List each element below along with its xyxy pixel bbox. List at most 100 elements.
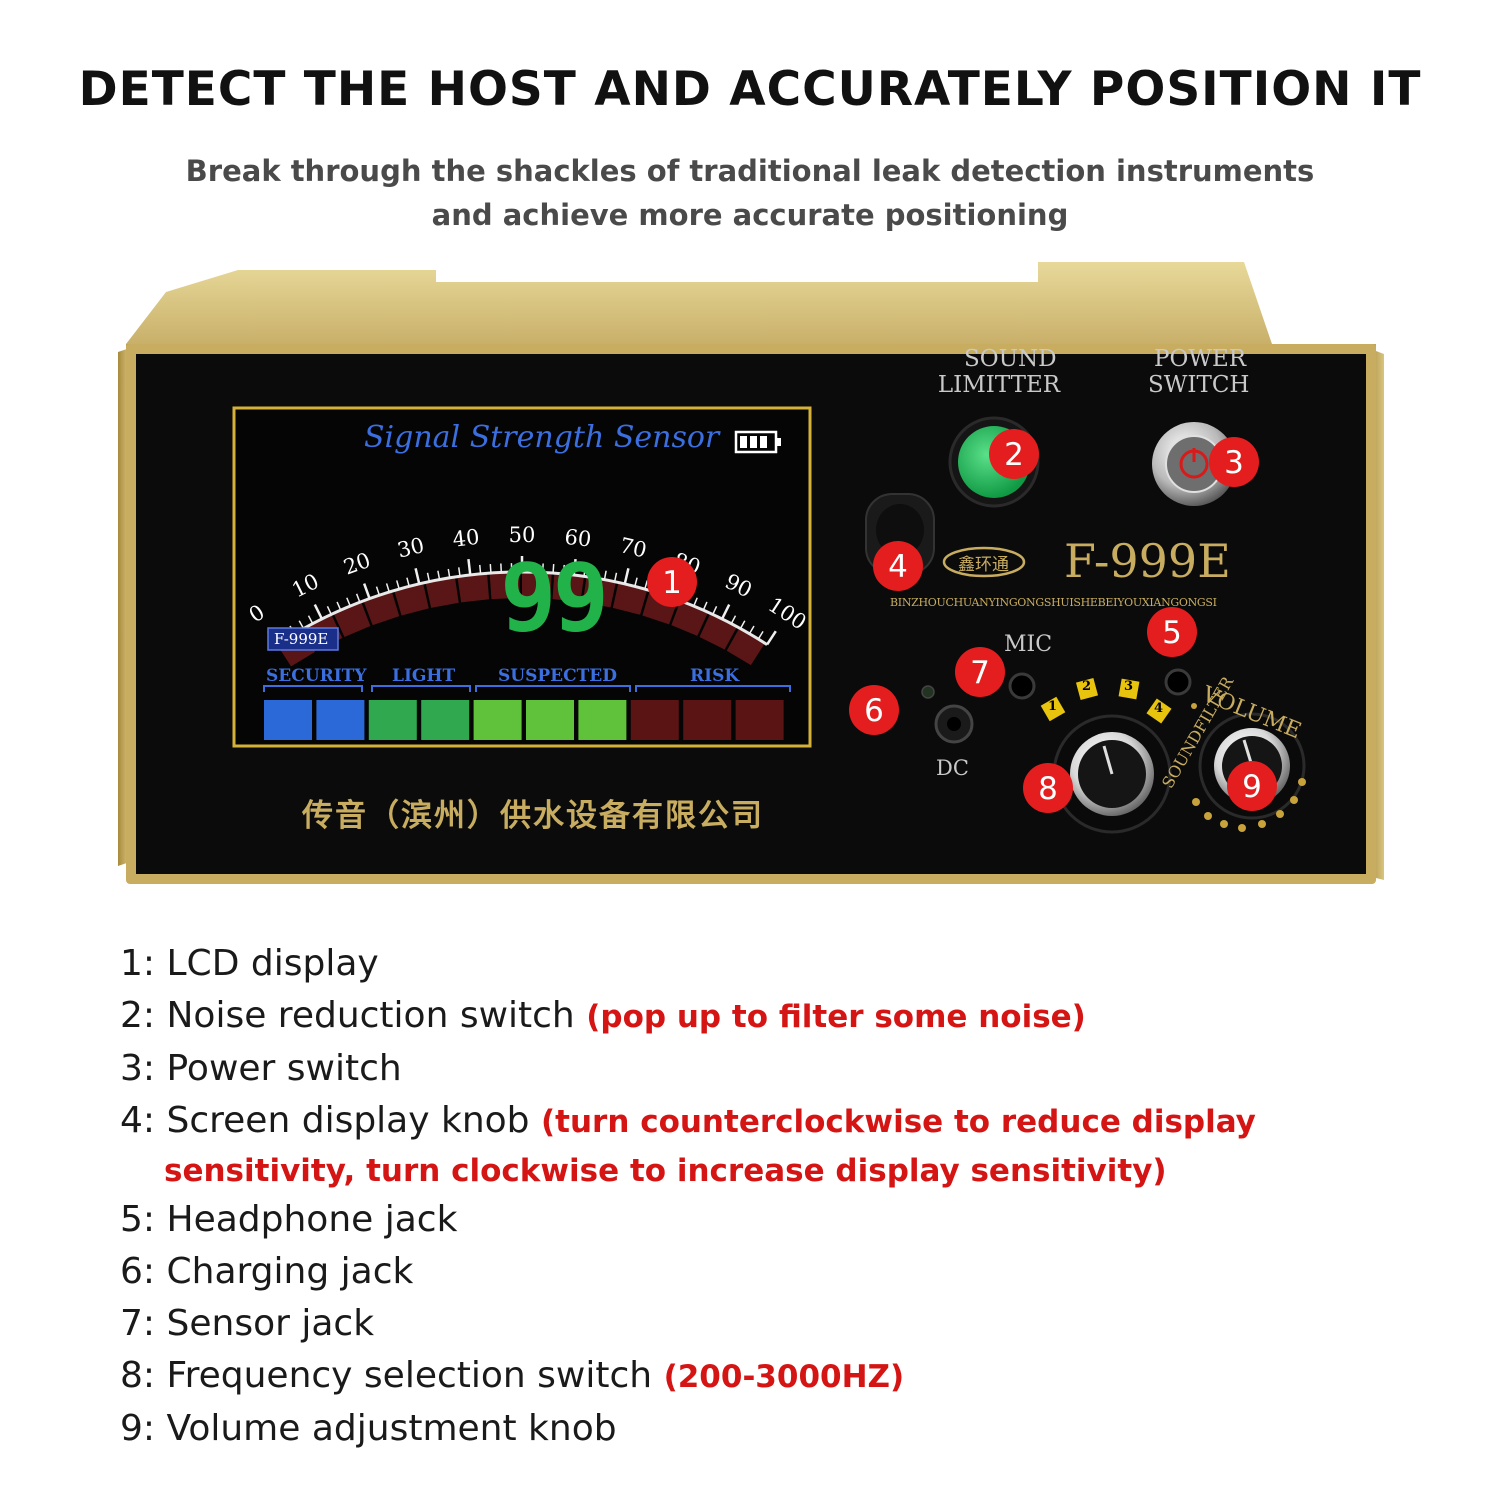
gauge-tick xyxy=(748,625,755,635)
legend-text: Charging jack xyxy=(166,1251,414,1292)
gauge-tick xyxy=(623,568,630,585)
gauge-tick xyxy=(644,580,649,590)
legend-number: 3: xyxy=(120,1048,156,1089)
legend-number: 2: xyxy=(120,995,156,1036)
zone-risk: RISK xyxy=(690,666,740,686)
legend-item: 9: Volume adjustment knob xyxy=(120,1403,1420,1455)
gauge-tick xyxy=(739,620,746,629)
gauge-tick xyxy=(447,568,451,578)
callout-marker-number: 4 xyxy=(888,549,908,585)
signal-bar xyxy=(421,700,470,740)
gauge-tick xyxy=(603,570,607,580)
gauge-tick xyxy=(693,597,698,607)
gauge-tick xyxy=(336,601,342,611)
gauge-tick xyxy=(613,572,618,582)
gauge-segment xyxy=(394,583,429,616)
leak-detector-device: 0102030405060708090100 xyxy=(118,262,1384,894)
gauge-tick xyxy=(326,605,332,615)
gauge-tick xyxy=(362,583,371,600)
device-model: F-999E xyxy=(1064,534,1231,588)
sound-limitter-label-1: SOUND xyxy=(964,346,1057,372)
legend-number: 8: xyxy=(120,1355,156,1396)
gauge-tick xyxy=(375,586,381,596)
gauge-tick xyxy=(406,577,410,587)
gauge-tick xyxy=(479,564,482,574)
gauge-segment xyxy=(726,627,765,666)
legend-number: 5: xyxy=(120,1199,156,1240)
gauge-segment xyxy=(522,572,552,599)
mic-jack[interactable] xyxy=(1008,672,1036,700)
callout-marker-number: 5 xyxy=(1162,615,1182,651)
zone-brackets xyxy=(263,685,791,692)
gauge-segment xyxy=(363,591,400,626)
callout-marker-number: 9 xyxy=(1242,769,1262,805)
callout-marker-number: 3 xyxy=(1224,445,1244,481)
legend-item: 5: Headphone jack xyxy=(120,1194,1420,1246)
signal-bar xyxy=(735,700,784,740)
legend-note: (turn counterclockwise to reduce display xyxy=(540,1104,1256,1140)
legend-text: Screen display knob xyxy=(166,1100,530,1141)
lcd-model-tag: F-999E xyxy=(274,630,329,648)
signal-bar-graph xyxy=(264,700,784,740)
gauge-scale-label: 70 xyxy=(617,533,649,562)
device-illustration: 0102030405060708090100 xyxy=(118,262,1384,884)
legend-note: (pop up to filter some noise) xyxy=(586,999,1086,1035)
gauge-tick xyxy=(355,593,361,603)
callout-marker xyxy=(647,557,697,607)
legend-text: LCD display xyxy=(166,943,379,984)
legend-text: Power switch xyxy=(166,1048,402,1089)
gauge-scale-label: 60 xyxy=(563,525,592,552)
callout-marker xyxy=(1147,607,1197,657)
gauge-segment xyxy=(425,577,459,608)
legend-item: 6: Charging jack xyxy=(120,1246,1420,1298)
gauge-tick xyxy=(583,567,586,577)
gauge-tick xyxy=(458,567,461,577)
gauge-scale-label: 30 xyxy=(395,533,427,562)
subtitle-line-2: and achieve more accurate positioning xyxy=(431,198,1069,232)
gauge-segment xyxy=(457,573,490,603)
gauge-tick xyxy=(634,577,638,587)
gauge-tick xyxy=(552,564,555,574)
zone-suspected: SUSPECTED xyxy=(498,666,617,686)
power-switch-label-1: POWER xyxy=(1154,346,1247,372)
page-title: DETECT THE HOST AND ACCURATELY POSITION … xyxy=(78,62,1422,117)
signal-bar xyxy=(264,700,312,740)
legend-item: 2: Noise reduction switch (pop up to fil… xyxy=(120,990,1420,1043)
sound-limitter-label-2: LIMITTER xyxy=(937,372,1061,398)
power-switch-label-2: SWITCH xyxy=(1148,372,1250,398)
gauge-tick xyxy=(766,630,777,646)
headphone-jack[interactable] xyxy=(1164,668,1192,696)
legend-number: 4: xyxy=(120,1100,156,1141)
callout-marker-number: 8 xyxy=(1038,771,1058,807)
legend-number: 1: xyxy=(120,943,156,984)
gauge-tick xyxy=(307,615,314,624)
gauge-tick xyxy=(414,568,421,585)
gauge-tick xyxy=(385,583,390,593)
signal-bar xyxy=(316,700,365,740)
charging-jack[interactable] xyxy=(934,704,974,744)
frequency-selection-knob[interactable] xyxy=(1052,714,1172,834)
gauge-tick xyxy=(730,615,737,624)
gauge-segment xyxy=(582,576,616,608)
gauge-tick xyxy=(757,630,764,640)
signal-bar xyxy=(683,700,732,740)
signal-bar xyxy=(473,700,522,740)
case-top xyxy=(126,262,1376,352)
gauge-tick xyxy=(702,601,708,611)
gauge-tick xyxy=(395,580,400,590)
callout-marker-number: 2 xyxy=(1004,437,1024,473)
brand-logo-oval xyxy=(942,546,1026,578)
gauge-tick xyxy=(572,558,577,576)
filter-position-badges xyxy=(1040,677,1172,724)
company-name: 传音（滨州）供水设备有限公司 xyxy=(302,798,764,834)
legend-text: Sensor jack xyxy=(166,1303,375,1344)
mic-label: MIC xyxy=(1004,632,1053,657)
gauge-tick xyxy=(346,597,351,607)
gauge-tick xyxy=(593,568,597,578)
gauge-tick xyxy=(720,604,731,620)
power-switch[interactable] xyxy=(1152,422,1236,506)
legend-number: 6: xyxy=(120,1251,156,1292)
legend-text: Headphone jack xyxy=(166,1199,458,1240)
callout-marker-number: 7 xyxy=(970,655,990,691)
